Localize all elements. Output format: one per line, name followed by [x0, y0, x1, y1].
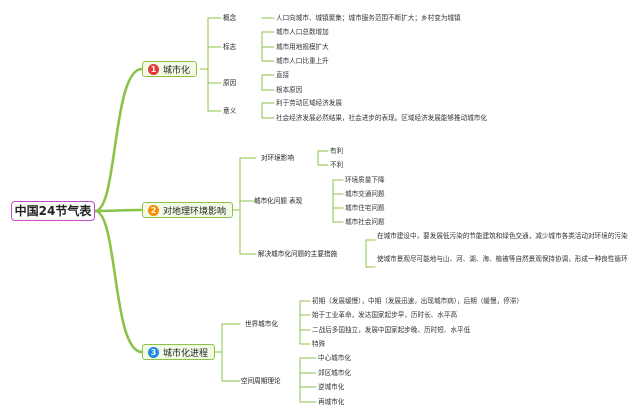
- number-badge-icon: 3: [148, 346, 159, 358]
- leaf-item[interactable]: 使城市景观尽可能地与山、河、湖、海、植被等自然景观保持协调，形成一种良性循环: [377, 255, 628, 263]
- leaf-item[interactable]: 社会经济发展必然结果，社会进步的表现。区域经济发展能够推动城市化: [276, 114, 487, 122]
- topic-significance[interactable]: 意义: [223, 107, 237, 115]
- root-connector-line: [93, 209, 144, 354]
- topic-solutions[interactable]: 解决城市化问题的主要措施: [258, 250, 338, 258]
- leaf-item[interactable]: 城市社会问题: [345, 218, 385, 226]
- leaf-item[interactable]: 郊区城市化: [318, 369, 351, 377]
- branch-label: 对地理环境影响: [163, 206, 227, 217]
- root-connector-line: [93, 208, 144, 213]
- leaf-item[interactable]: 在城市建设中，要发展低污染的节能建筑和绿色交通，减少城市各类活动对环境的污染: [377, 232, 628, 240]
- leaf-item[interactable]: 人口向城市、城镇聚集；城市服务范围不断扩大；乡村变为城镇: [276, 14, 461, 22]
- root-topic[interactable]: 中国24节气表: [11, 201, 95, 221]
- branch-urbanization-process[interactable]: 3 城市化进程: [142, 344, 216, 360]
- leaf-item[interactable]: 初期（发展缓慢），中期（发展迅速，出现城市病），后期（缓慢，停滞）: [312, 297, 523, 305]
- leaf-item[interactable]: 有利: [330, 147, 344, 155]
- leaf-item[interactable]: 二战后多国独立，发展中国家起步晚、历时短、水平低: [312, 326, 471, 334]
- leaf-item[interactable]: 中心城市化: [318, 354, 351, 362]
- branch-label: 城市化: [163, 65, 191, 76]
- number-badge-icon: 1: [148, 63, 159, 75]
- leaf-item[interactable]: 根本原因: [276, 86, 303, 94]
- topic-world-urbanization[interactable]: 世界城市化: [245, 320, 278, 328]
- leaf-item[interactable]: 城市住宅问题: [345, 204, 385, 212]
- leaf-item[interactable]: 再城市化: [318, 398, 345, 406]
- leaf-item[interactable]: 不利: [330, 161, 344, 169]
- leaf-item[interactable]: 城市交通问题: [345, 190, 385, 198]
- leaf-item[interactable]: 逆城市化: [318, 383, 345, 391]
- topic-spatial-cycle-theory[interactable]: 空间周期理论: [241, 377, 281, 385]
- topic-causes[interactable]: 原因: [223, 79, 237, 87]
- leaf-item[interactable]: 直接: [276, 71, 290, 79]
- branch-label: 城市化进程: [163, 348, 209, 359]
- leaf-item[interactable]: 利于劳动区域经济发展: [276, 99, 342, 107]
- leaf-item[interactable]: 城市人口总数增加: [276, 28, 329, 36]
- leaf-item[interactable]: 城市用地规模扩大: [276, 43, 329, 51]
- topic-indicators[interactable]: 标志: [223, 43, 237, 51]
- leaf-item[interactable]: 城市人口比重上升: [276, 57, 329, 65]
- branch-environment-impact[interactable]: 2 对地理环境影响: [142, 202, 234, 218]
- topic-concept[interactable]: 概念: [223, 14, 237, 22]
- leaf-item[interactable]: 始于工业革命，发达国家起步早，历时长、水平高: [312, 311, 458, 319]
- topic-urban-problems[interactable]: 城市化问题 表现: [254, 197, 303, 205]
- leaf-item[interactable]: 特殊: [312, 340, 326, 348]
- branch-urbanization[interactable]: 1 城市化: [142, 61, 198, 77]
- topic-environmental-effects[interactable]: 对环境影响: [261, 154, 294, 162]
- number-badge-icon: 2: [148, 204, 159, 216]
- root-connector-line: [93, 67, 144, 213]
- leaf-item[interactable]: 环境质量下降: [345, 176, 385, 184]
